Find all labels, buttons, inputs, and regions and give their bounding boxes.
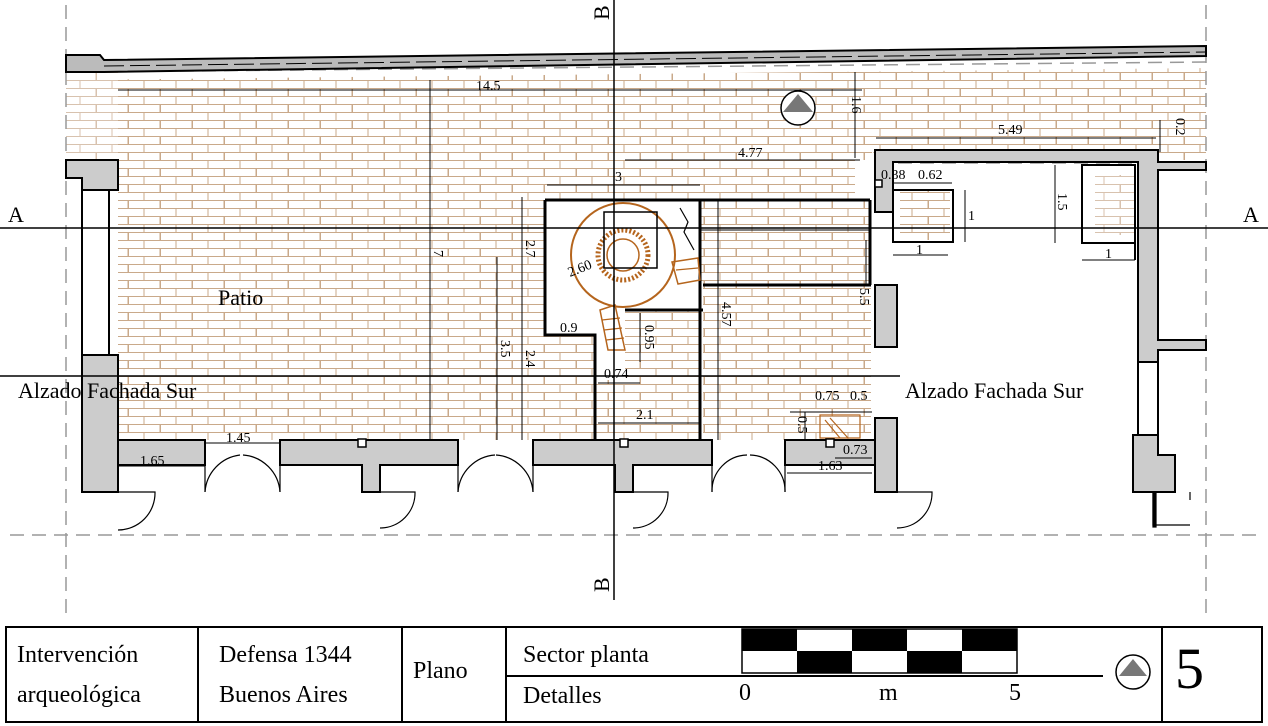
svg-text:1: 1 xyxy=(1105,247,1112,262)
elevation-label-left: Alzado Fachada Sur xyxy=(18,378,197,403)
room-label-patio: Patio xyxy=(218,285,263,310)
column-markers xyxy=(357,179,883,448)
section-a-right: A xyxy=(1243,202,1259,227)
svg-text:1: 1 xyxy=(916,243,923,258)
scale-unit: m xyxy=(879,680,898,706)
address-line1: Defensa 1344 xyxy=(219,642,352,668)
svg-text:5.5: 5.5 xyxy=(856,288,871,306)
scale-start: 0 xyxy=(739,680,751,706)
sector-line1: Sector planta xyxy=(523,642,649,668)
svg-text:3: 3 xyxy=(615,170,622,185)
section-a-left: A xyxy=(8,202,24,227)
svg-text:1: 1 xyxy=(968,209,975,224)
door-swings xyxy=(117,454,1191,531)
sheet-number: 5 xyxy=(1175,636,1204,701)
type-cell: Plano xyxy=(403,628,507,721)
sector-line2: Detalles xyxy=(523,683,602,709)
svg-text:0.38: 0.38 xyxy=(881,168,906,183)
svg-text:7: 7 xyxy=(430,250,445,257)
svg-text:0.74: 0.74 xyxy=(604,367,629,382)
corner-stair-icon xyxy=(819,414,861,439)
sector-divider xyxy=(507,675,1103,677)
svg-text:2.1: 2.1 xyxy=(636,408,654,423)
north-wall xyxy=(65,44,1207,73)
brick-pavement xyxy=(66,60,1206,440)
address-cell: Defensa 1344 Buenos Aires xyxy=(199,628,403,721)
svg-text:2.60: 2.60 xyxy=(566,258,594,281)
svg-text:0.73: 0.73 xyxy=(843,443,868,458)
walls xyxy=(65,149,1207,493)
svg-text:2.4: 2.4 xyxy=(522,350,537,368)
svg-text:0.9: 0.9 xyxy=(560,321,578,336)
section-lines xyxy=(0,0,1268,600)
spiral-stair-icon xyxy=(570,202,701,351)
project-line1: Intervención xyxy=(17,642,139,668)
floor-plan-drawing: A A B B Patio Alzado Fachada Sur Alzado … xyxy=(0,0,1268,620)
svg-text:3.5: 3.5 xyxy=(497,340,512,358)
svg-text:4.57: 4.57 xyxy=(718,302,733,327)
svg-text:1.6: 1.6 xyxy=(848,96,863,114)
svg-text:0.5: 0.5 xyxy=(850,389,868,404)
project-line2: arqueológica xyxy=(17,682,141,708)
svg-text:0.2: 0.2 xyxy=(1172,118,1187,136)
svg-text:0.95: 0.95 xyxy=(641,325,656,350)
svg-text:4.77: 4.77 xyxy=(738,146,763,161)
title-block: Intervención arqueológica Defensa 1344 B… xyxy=(5,626,1263,723)
north-arrow-icon xyxy=(780,90,816,126)
svg-text:1.5: 1.5 xyxy=(1054,193,1069,211)
svg-text:5.49: 5.49 xyxy=(998,123,1023,138)
svg-text:0.62: 0.62 xyxy=(918,168,943,183)
scale-end: 5 xyxy=(1009,680,1021,706)
project-cell: Intervención arqueológica xyxy=(7,628,199,721)
svg-text:1.65: 1.65 xyxy=(140,454,165,469)
svg-text:2.7: 2.7 xyxy=(522,240,537,258)
dimension-labels: 14.5 7 1.6 5.49 0.2 4.77 3 0.38 0.62 1 1… xyxy=(140,79,1187,474)
svg-text:0.5: 0.5 xyxy=(794,416,809,434)
dimension-lines xyxy=(118,72,1161,474)
north-arrow-icon xyxy=(1115,654,1151,690)
svg-text:1.45: 1.45 xyxy=(226,431,251,446)
svg-text:1.63: 1.63 xyxy=(818,459,843,474)
section-b-top: B xyxy=(589,5,614,20)
scale-bar xyxy=(741,628,1018,674)
svg-text:0.75: 0.75 xyxy=(815,389,840,404)
sector-cell: Sector planta Detalles 0 m 5 xyxy=(507,628,1163,721)
address-line2: Buenos Aires xyxy=(219,682,348,708)
section-b-bottom: B xyxy=(589,577,614,592)
svg-text:14.5: 14.5 xyxy=(476,79,501,94)
elevation-label-right: Alzado Fachada Sur xyxy=(905,378,1084,403)
type-label: Plano xyxy=(413,658,468,684)
